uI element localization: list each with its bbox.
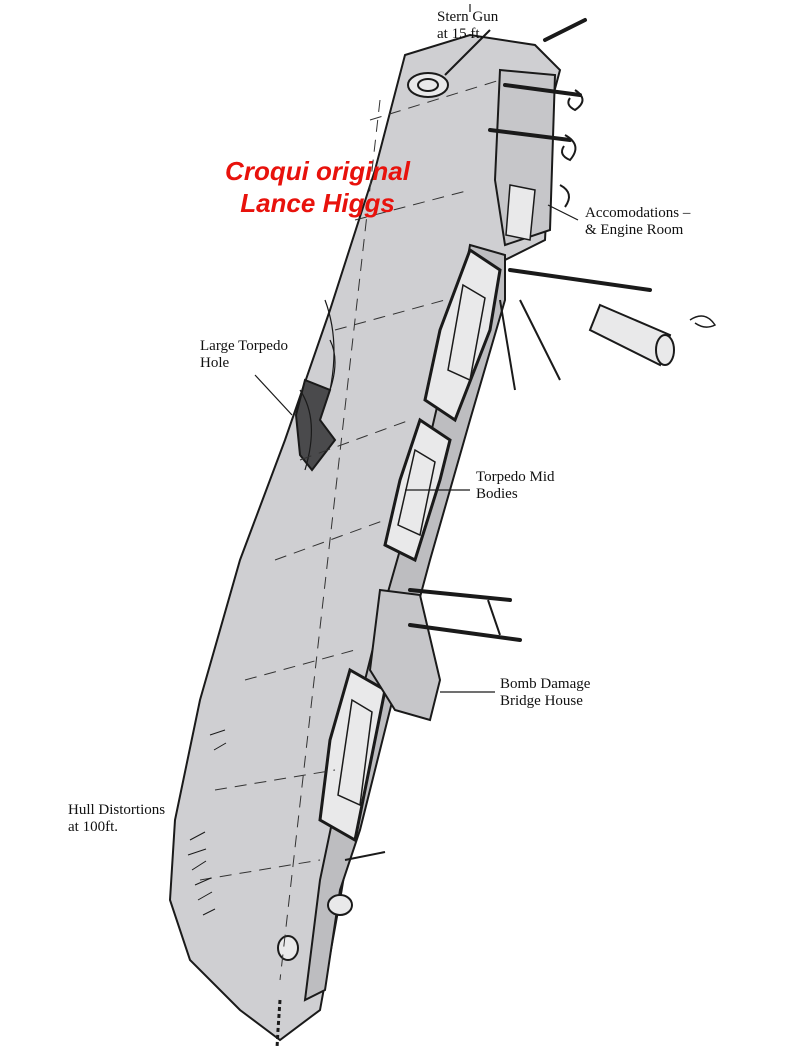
- bridge-house: [368, 588, 442, 722]
- hull-seams: [199, 79, 501, 981]
- torpedo-hole-cracks: [299, 299, 336, 471]
- label-accommodations: Accomodations – & Engine Room: [585, 205, 691, 238]
- anchor-chain: [275, 999, 282, 1049]
- hatch-aft: [423, 247, 502, 423]
- accommodation-windows: [505, 184, 536, 241]
- spars: [408, 18, 652, 642]
- mast-debris: [588, 303, 675, 367]
- stern-gun: [407, 29, 491, 98]
- struts: [487, 299, 561, 636]
- label-hull-distortions: Hull Distortions at 100ft.: [68, 802, 166, 835]
- torpedo-hole: [294, 378, 337, 472]
- credit-line-1: Croqui original: [225, 156, 410, 186]
- debris-scribble: [689, 315, 717, 328]
- label-torpedo-hole: Large Torpedo Hole: [200, 338, 288, 371]
- credit-line-2: Lance Higgs: [240, 188, 395, 218]
- label-bomb-damage: Bomb Damage Bridge House: [500, 676, 591, 709]
- label-torpedo-mid-bodies: Torpedo Mid Bodies: [476, 469, 555, 502]
- davit-hooks: [559, 89, 584, 208]
- hatch-inner: [337, 283, 486, 807]
- credit-text: Croqui original Lance Higgs: [205, 155, 430, 219]
- label-stern-gun: Stern Gun at 15 ft.: [437, 9, 499, 42]
- hull-distortion-marks: [187, 729, 227, 916]
- bow-fittings: [277, 851, 386, 961]
- leader-lines: [254, 4, 579, 693]
